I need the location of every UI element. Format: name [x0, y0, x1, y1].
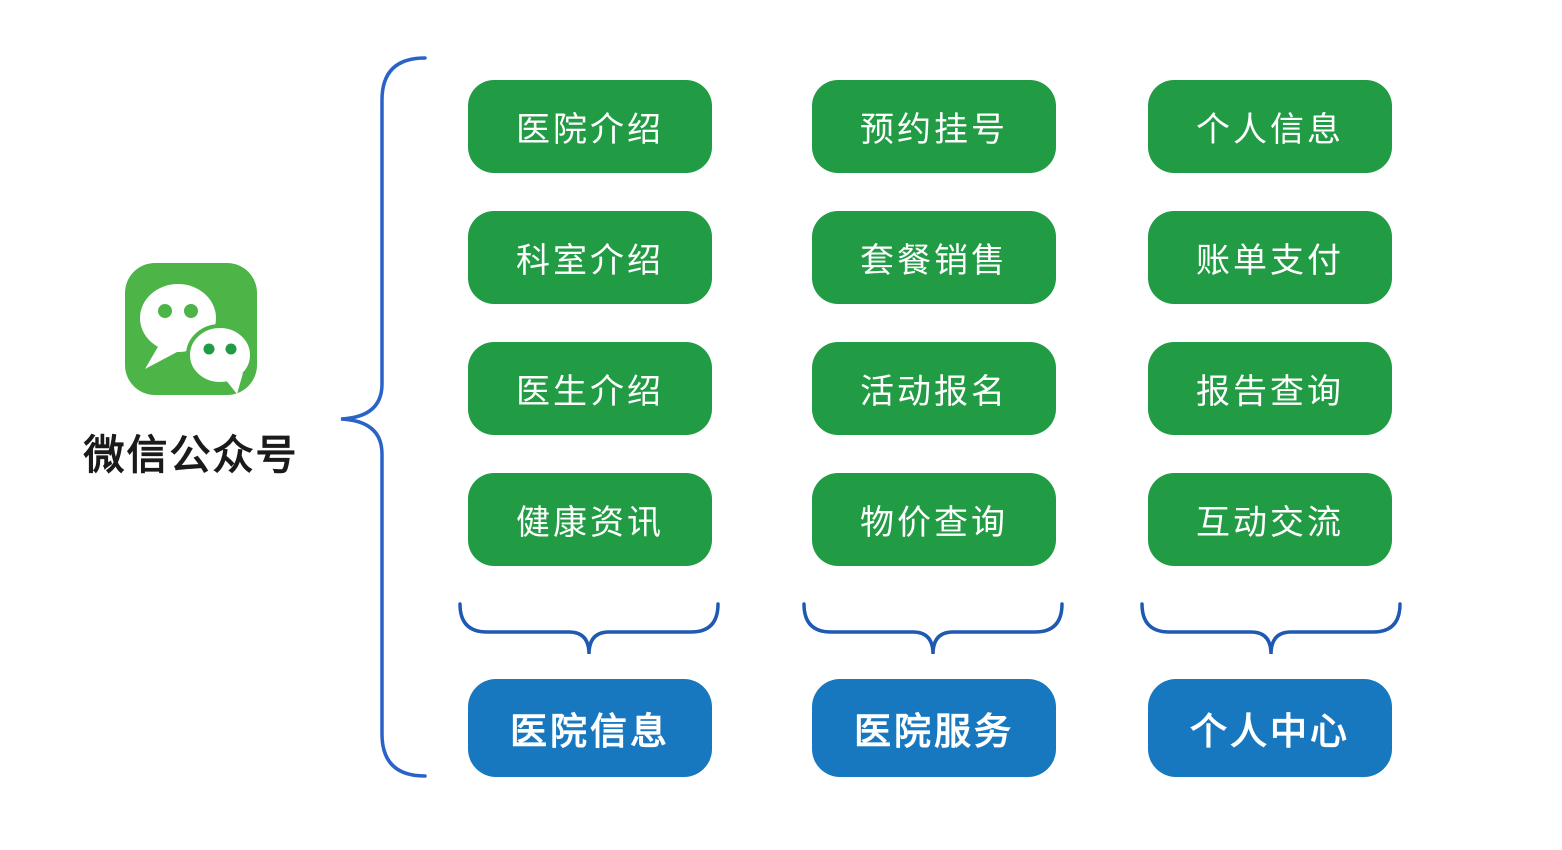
node-report-inquiry: 报告查询 — [1148, 342, 1392, 435]
root-label: 微信公众号 — [83, 432, 299, 478]
node-price-inquiry: 物价查询 — [812, 473, 1056, 566]
wechat-icon — [125, 263, 257, 395]
group-brace-personal-center — [1140, 602, 1402, 655]
group-brace-hospital-info — [458, 602, 720, 655]
root-brace — [340, 56, 427, 778]
group-hospital-info: 医院信息 — [468, 679, 712, 777]
node-bill-payment: 账单支付 — [1148, 211, 1392, 304]
node-department-intro: 科室介绍 — [468, 211, 712, 304]
node-activity-signup: 活动报名 — [812, 342, 1056, 435]
node-appointment: 预约挂号 — [812, 80, 1056, 173]
node-personal-info: 个人信息 — [1148, 80, 1392, 173]
node-health-news: 健康资讯 — [468, 473, 712, 566]
node-interaction: 互动交流 — [1148, 473, 1392, 566]
node-hospital-intro: 医院介绍 — [468, 80, 712, 173]
group-hospital-services: 医院服务 — [812, 679, 1056, 777]
node-package-sales: 套餐销售 — [812, 211, 1056, 304]
group-brace-hospital-services — [802, 602, 1064, 655]
group-personal-center: 个人中心 — [1148, 679, 1392, 777]
node-doctor-intro: 医生介绍 — [468, 342, 712, 435]
